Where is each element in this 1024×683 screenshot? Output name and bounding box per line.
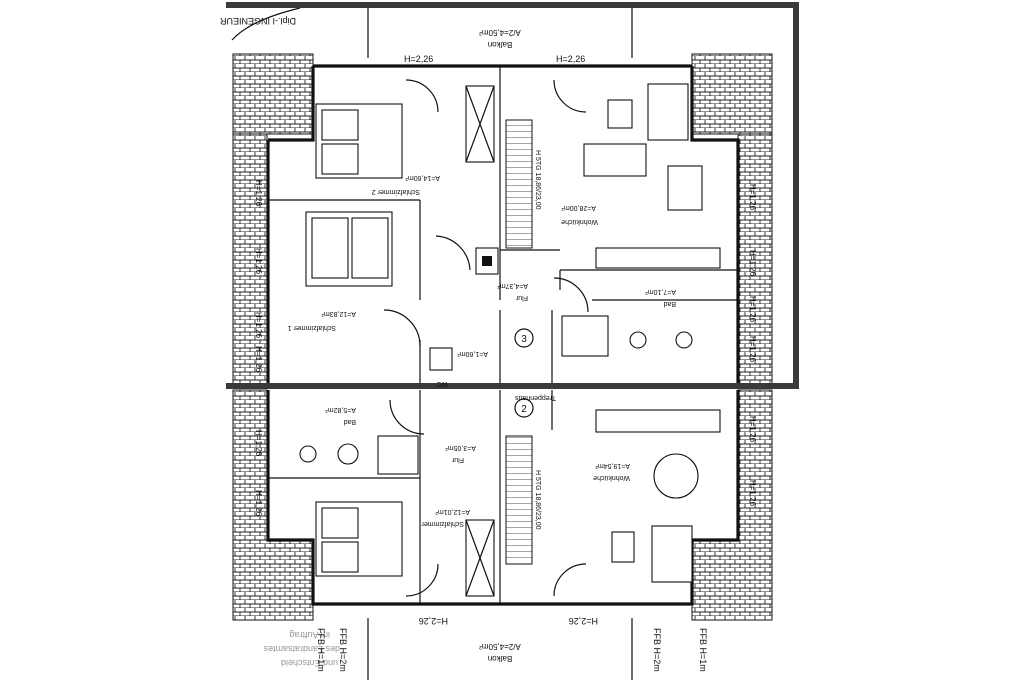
upper-bad-name: Bad	[663, 300, 676, 307]
upper-side-height-4: H=1,26	[254, 346, 263, 373]
top-balcony-area: A/2=4,50m²	[479, 28, 521, 37]
upper-room-labels: Schlafzimmer 2 A=14,60m² Schlafzimmer 1 …	[288, 150, 676, 387]
lower-unit-marker-circle	[514, 398, 534, 418]
lower-side-height-4: H=1,26	[748, 480, 757, 507]
lower-unit-marker: 2	[521, 404, 527, 415]
lower-side-height-2: H=1,26	[254, 490, 263, 517]
upper-side-height-2: H=1,26	[254, 248, 263, 275]
upper-unit-marker-circle	[514, 328, 534, 348]
lower-flur-name: Flur	[451, 456, 464, 463]
bottom-balcony-name: Balkon	[488, 654, 512, 663]
bottom-note-line-2: des Landratsamtes	[263, 644, 340, 654]
ffb-label-3: FFB H=2m	[652, 628, 662, 672]
upper-schlafzimmer2-name: Schlafzimmer 2	[372, 188, 420, 195]
upper-wohnkueche-name: Wohnküche	[561, 218, 598, 225]
upper-side-height-6: H=1,26	[748, 250, 757, 277]
upper-height-left: H=2,26	[404, 54, 433, 64]
lower-wohnkueche-area: A=19,54m²	[595, 462, 630, 469]
upper-furniture: 3	[305, 83, 721, 371]
doors	[383, 79, 589, 597]
outer-walls	[266, 64, 740, 606]
lower-bad-name: Bad	[343, 418, 356, 425]
selection-frame	[226, 2, 799, 389]
upper-side-height-3: H=1,26	[254, 312, 263, 339]
upper-schlafzimmer1-area: A=12,83m²	[321, 310, 356, 317]
bottom-balcony-area: A/2=4,50m²	[479, 642, 521, 651]
stamp-text: Dipl.-I INGENIEUR	[219, 16, 296, 26]
brick-walls	[232, 53, 773, 621]
lower-side-height-3: H=1,26	[748, 416, 757, 443]
upper-flur-name: Flur	[515, 294, 528, 301]
lower-height-right: H=2,26	[569, 616, 598, 626]
upper-interior-walls	[268, 66, 738, 385]
top-balcony: A/2=4,50m² Balkon	[367, 8, 633, 58]
upper-side-height-8: H=1,26	[748, 336, 757, 363]
lower-schlafzimmer-area: A=12,01m²	[435, 508, 470, 515]
upper-schlafzimmer2-area: A=14,60m²	[405, 174, 440, 181]
stamp: Dipl.-I INGENIEUR	[219, 7, 301, 41]
upper-wc-area: A=1,60m²	[457, 350, 488, 357]
bottom-balcony: A/2=4,50m² Balkon	[367, 618, 633, 680]
upper-side-height-5: H=1,26	[748, 184, 757, 211]
ffb-labels: FFB H=1m FFB H=2m FFB H=2m FFB H=1m	[316, 628, 708, 672]
top-balcony-name: Balkon	[488, 40, 512, 49]
ffb-label-2: FFB H=2m	[338, 628, 348, 672]
bottom-note-line-1: im Auftrag	[289, 630, 330, 640]
lower-flur-area: A=3,05m²	[445, 444, 476, 451]
upper-wc-name: WC	[436, 380, 448, 387]
upper-side-height-7: H=1,26	[748, 296, 757, 323]
bottom-note: im Auftrag des Landratsamtes und Entsche…	[263, 630, 340, 668]
ffb-label-4: FFB H=1m	[698, 628, 708, 672]
upper-height-right: H=2,26	[556, 54, 585, 64]
lower-schlafzimmer-name: Schlafzimmer	[421, 520, 464, 527]
upper-wohnkueche-area: A=28,00m²	[561, 204, 596, 211]
upper-flur-area: A=4,37m²	[497, 282, 528, 289]
lower-stair-label: H 5TG 18,86/23,00	[534, 470, 541, 530]
lower-height-left: H=2,26	[419, 616, 448, 626]
lower-furniture: 2	[299, 398, 721, 597]
ffb-label-1: FFB H=1m	[316, 628, 326, 672]
lower-heights: H=2,26 H=2,26 H=1,26 H=1,26 H=1,26 H=1,2…	[254, 416, 757, 626]
upper-stair-label: H 5TG 18,86/23,00	[534, 150, 541, 210]
lower-side-height-1: H=1,26	[254, 430, 263, 457]
upper-unit-marker: 3	[521, 334, 527, 345]
upper-heights: H=2,26 H=2,26 H=1,26 H=1,26 H=1,26 H=1,2…	[254, 54, 757, 373]
bottom-note-line-3: und Entscheid	[281, 658, 338, 668]
upper-schlafzimmer1-name: Schlafzimmer 1	[288, 324, 336, 331]
lower-wohnkueche-name: Wohnküche	[593, 474, 630, 481]
lower-bad-area: A=5,82m²	[325, 406, 356, 413]
lower-room-labels: Bad A=5,82m² Flur A=3,05m² Schlafzimmer …	[325, 394, 630, 530]
lower-treppenhaus-name: Treppenhaus	[515, 394, 556, 401]
upper-bad-area: A=7,10m²	[645, 288, 676, 295]
upper-side-height-1: H=1,26	[254, 180, 263, 207]
